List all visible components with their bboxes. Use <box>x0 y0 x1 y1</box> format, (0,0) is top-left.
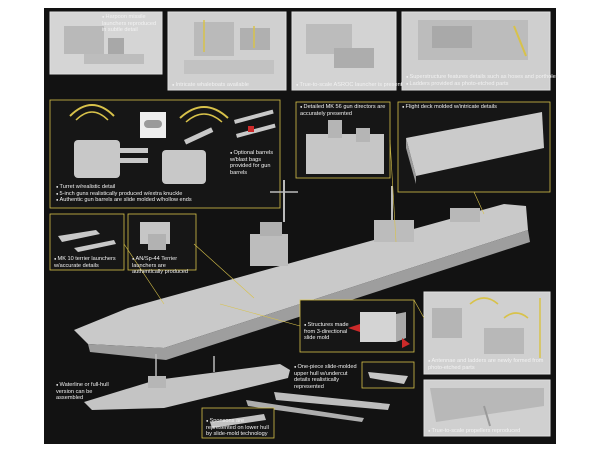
caption-turret: Turret w/realistic detail 5-inch guns re… <box>56 184 192 204</box>
caption-optional-barrels: Optional barrels w/blast bags provided f… <box>230 150 278 176</box>
caption-waterline: Waterline or full-hull version can be as… <box>56 382 116 402</box>
caption-mk56: Detailed MK 56 gun directors are accurat… <box>300 104 386 117</box>
waterline-ship <box>84 364 290 410</box>
caption-mk10: MK 10 terrier launchers w/accurate detai… <box>54 256 120 269</box>
caption-superstructure: Superstructure features details such as … <box>406 74 559 87</box>
caption-asroc: True-to-scale ASROC launcher is present <box>296 82 403 89</box>
caption-hull: One-piece slide-molded upper hull w/unde… <box>294 364 360 390</box>
caption-flight-deck: Flight deck molded w/intricate details <box>402 104 497 111</box>
caption-whaleboats: Intricate whaleboats available <box>172 82 249 89</box>
main-ship-hull <box>74 204 528 348</box>
caption-harpoon: Harpoon missile launchers reproduced in … <box>102 14 158 34</box>
upper-hull-piece <box>274 392 390 410</box>
caption-radar: AN/Sp-44 Terrier launchers are authentic… <box>132 256 194 276</box>
caption-propellers: True-to-scale propellers reproduced <box>428 428 521 435</box>
caption-sponsons: Sponsons are represented on lower hull b… <box>206 418 272 438</box>
illustration-layer <box>49 11 551 439</box>
caption-antennae: Antennae and ladders are newly formed fr… <box>428 358 546 371</box>
product-sheet: Harpoon missile launchers reproduced in … <box>44 8 559 444</box>
lower-hull-piece <box>246 400 364 422</box>
caption-slide-mold: Structures made from 3-directional slide… <box>304 322 360 342</box>
